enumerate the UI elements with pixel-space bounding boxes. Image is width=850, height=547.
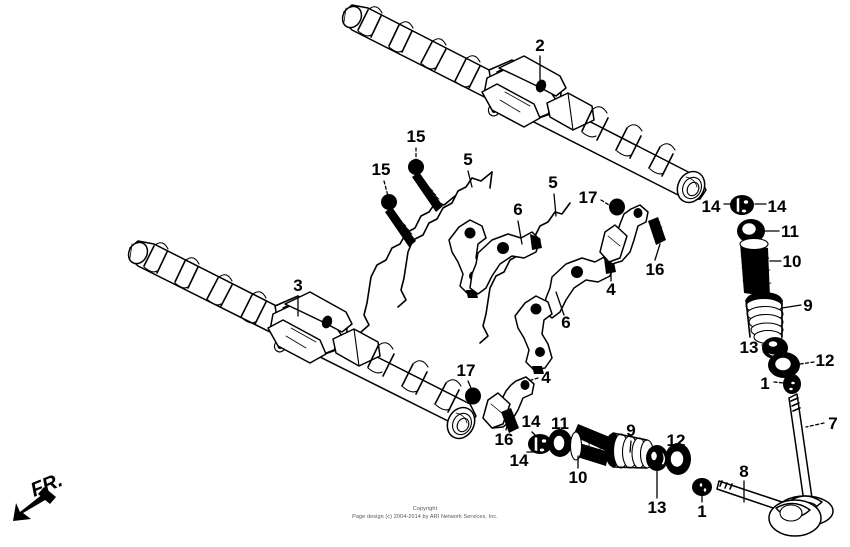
copyright-line-1: Copyright (412, 506, 438, 512)
adjusting-screw-upper (408, 159, 443, 212)
valve-assembly-upper (730, 195, 801, 394)
rocker-arm-assembly-lower (482, 376, 535, 429)
rocker-shaft-c (479, 202, 571, 344)
rocker-arm-upper-right (469, 231, 542, 295)
callout-15b: 15 (372, 160, 391, 179)
callout-3: 3 (293, 276, 302, 295)
valve-cotter-pin-upper (783, 374, 801, 394)
camshaft-lower (127, 240, 477, 440)
rocker-arm-lower-right (514, 295, 553, 374)
callout-11a: 11 (781, 222, 799, 241)
callout-14b: 14 (768, 197, 787, 216)
callout-16b: 16 (495, 430, 514, 449)
callout-5b: 5 (548, 173, 557, 192)
valve-cotters-upper (730, 195, 754, 215)
callout-numbers: 2 15 15 5 5 6 6 17 4 16 14 14 11 10 9 13… (293, 36, 837, 521)
callout-8: 8 (739, 462, 748, 481)
valve-exhaust (716, 480, 822, 537)
copyright-footer: Copyright Page design (c) 2004-2014 by A… (0, 505, 850, 522)
callout-17b: 17 (457, 361, 476, 380)
valve-spring-inner-upper (745, 292, 784, 345)
callout-10b: 10 (569, 468, 588, 487)
pivot-ball-upper-shape (609, 198, 625, 216)
callout-9b: 9 (626, 421, 635, 440)
callout-5a: 5 (463, 150, 472, 169)
callout-12b: 12 (667, 431, 686, 450)
spring-retainer-lower (548, 429, 572, 457)
rocker-arm-assembly-upper (599, 204, 649, 265)
callout-17a: 17 (579, 188, 598, 207)
spring-retainer-upper (737, 219, 765, 243)
callout-4a: 4 (606, 280, 616, 299)
callout-2: 2 (535, 36, 544, 55)
pivot-ball-lower-shape (465, 387, 481, 405)
callout-14c: 14 (522, 412, 541, 431)
callout-15a: 15 (407, 127, 426, 146)
fr-label-text: FR. (28, 469, 66, 501)
callout-11b: 11 (551, 414, 569, 433)
camshaft-upper (341, 4, 707, 204)
callout-16a: 16 (646, 260, 665, 279)
valve-cotter-pin-lower (692, 478, 712, 496)
callout-1b: 1 (697, 502, 706, 521)
spring-seat-lower (646, 445, 668, 471)
callout-13b: 13 (648, 498, 667, 517)
callout-4b: 4 (541, 368, 551, 387)
valve-assembly-lower (528, 424, 712, 496)
adjusting-screw-lower (381, 194, 416, 247)
valve-seal-upper (768, 352, 800, 378)
callout-14d: 14 (510, 451, 529, 470)
callout-1a: 1 (760, 374, 769, 393)
callout-14a: 14 (702, 197, 721, 216)
rocker-arm-lower-left (543, 255, 616, 319)
callout-12a: 12 (816, 351, 835, 370)
rocker-shaft-b (360, 195, 456, 333)
copyright-line-2: Page design (c) 2004-2014 by ARI Network… (352, 514, 498, 521)
callout-7: 7 (828, 414, 837, 433)
callout-9a: 9 (803, 296, 812, 315)
rocker-pin-upper (648, 217, 666, 245)
valve-spring-outer-upper (739, 237, 772, 297)
valve-spring-outer-lower (569, 424, 612, 466)
callout-13a: 13 (740, 338, 759, 357)
rocker-shaft-a (397, 171, 493, 308)
callout-6a: 6 (513, 200, 522, 219)
callout-leaders (297, 55, 825, 503)
callout-6b: 6 (561, 313, 570, 332)
valve-seal-lower (665, 443, 691, 475)
callout-10a: 10 (783, 252, 802, 271)
